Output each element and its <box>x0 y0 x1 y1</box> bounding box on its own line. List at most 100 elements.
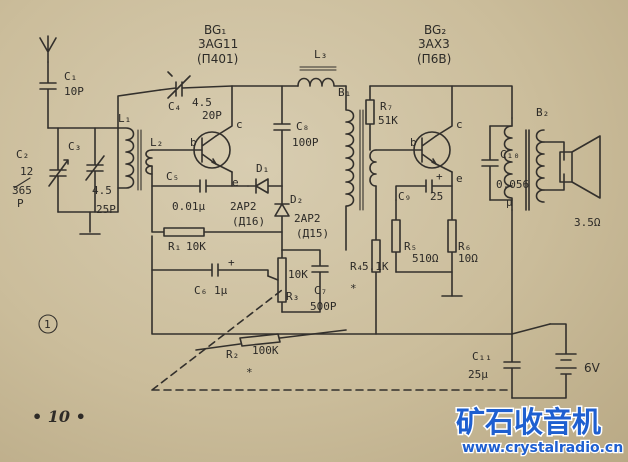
label-r5-value: 510Ω <box>412 252 439 265</box>
label-l2: L₂ <box>150 136 163 149</box>
label-r2-value: 100K <box>252 344 279 357</box>
label-speaker-value: 3.5Ω <box>574 216 601 229</box>
resistor-r1 <box>151 185 283 237</box>
label-bg1: BG₁ <box>204 23 226 37</box>
label-c2-value-c: P <box>17 197 24 210</box>
label-r7-value: 51K <box>378 114 398 127</box>
label-c2-value-a: 12 <box>20 165 33 178</box>
label-c2: C₂ <box>16 148 29 161</box>
watermark-cn: 矿石收音机 <box>456 405 601 439</box>
capacitor-c10 <box>481 125 499 201</box>
battery-symbol <box>511 323 577 399</box>
label-c7-value: 500P <box>310 300 337 313</box>
antenna-symbol <box>39 35 57 63</box>
label-c9-value: 25 <box>430 190 443 203</box>
coil-l1 <box>117 127 135 189</box>
capacitor-c11 <box>503 333 521 399</box>
resistor-r6 <box>447 185 457 297</box>
label-c6-value: 1μ <box>214 284 228 297</box>
label-bg1-c: c <box>236 118 243 131</box>
label-r1: R₁ <box>168 240 181 253</box>
label-c7: C₇ <box>314 284 327 297</box>
label-c8: C₈ <box>296 120 309 133</box>
label-r1-value: 10K <box>186 240 206 253</box>
label-asterisk-r2: * <box>246 366 253 379</box>
label-bg1-type: 3AG11 <box>198 37 238 51</box>
wire-tune-loop <box>57 127 119 213</box>
capacitor-c7 <box>281 249 329 313</box>
label-b1: B₁ <box>338 86 351 99</box>
wire-feedback-in <box>117 89 161 129</box>
label-l1: L₁ <box>118 112 131 125</box>
label-r4-value: 5.1K <box>362 260 389 273</box>
diode-d1 <box>247 178 283 194</box>
wire-dashed-option <box>151 289 513 391</box>
label-c11: C₁₁ <box>472 350 492 363</box>
core-l1 <box>137 129 142 191</box>
watermark-url: www.crystalradio.cn <box>462 440 623 456</box>
label-r3: R₃ <box>286 290 299 303</box>
label-c10-value: 0.056 <box>496 178 529 191</box>
wire-bottom-rail <box>151 209 513 335</box>
label-r7: R₇ <box>380 100 393 113</box>
resistor-r7 <box>365 85 375 151</box>
coil-l3 <box>297 77 347 87</box>
transformer-b2-secondary <box>535 129 545 203</box>
label-bg2-type: 3AX3 <box>418 37 450 51</box>
ground-tune <box>79 211 101 235</box>
label-bg2-e: e <box>456 172 463 185</box>
label-d2-alt: (Д15) <box>296 227 329 240</box>
transistor-bg1 <box>151 85 233 173</box>
label-battery: 6V <box>584 361 601 375</box>
wire-c10 <box>489 125 513 201</box>
resistor-r2 <box>195 329 347 351</box>
label-r5: R₅ <box>404 240 417 253</box>
label-r3-value: 10K <box>288 268 308 281</box>
label-bg1-alt: (П401) <box>197 52 238 66</box>
capacitor-c3 <box>85 127 105 213</box>
label-c4-value-a: 4.5 <box>192 96 212 109</box>
resistor-r5 <box>391 199 401 273</box>
capacitor-c8 <box>273 85 291 187</box>
core-b2 <box>525 129 530 211</box>
label-c9: C₉ <box>398 190 411 203</box>
label-d2: D₂ <box>290 193 303 206</box>
diode-d2 <box>274 185 290 251</box>
label-d1-type: 2AP2 <box>230 200 257 213</box>
label-c1-value: 10P <box>64 85 84 98</box>
label-d2-type: 2AP2 <box>294 212 321 225</box>
core-b1 <box>359 109 364 211</box>
label-c5-value: 0.01μ <box>172 200 205 213</box>
label-c4-value-b: 20P <box>202 109 222 122</box>
label-c2-value-b: 365 <box>12 184 32 197</box>
label-c11-value: 25μ <box>468 368 488 381</box>
label-c3-value-b: 25P <box>96 203 116 216</box>
capacitor-c1 <box>39 61 57 129</box>
label-asterisk-r4: * <box>350 282 357 295</box>
label-c6-plus: + <box>228 256 235 269</box>
label-bg1-b: b <box>190 136 197 149</box>
transformer-b2-primary <box>503 117 513 211</box>
label-d1: D₁ <box>256 162 269 175</box>
label-c10: C₁₀ <box>500 148 520 161</box>
label-b2: B₂ <box>536 106 549 119</box>
label-r2: R₂ <box>226 348 239 361</box>
label-bg2-c: c <box>456 118 463 131</box>
potentiometer-r3 <box>277 249 287 313</box>
figure-circle <box>38 314 58 334</box>
label-c5: C₅ <box>166 170 179 183</box>
capacitor-c4 <box>159 71 233 99</box>
capacitor-c2 <box>48 127 69 213</box>
label-c6: C₆ <box>194 284 207 297</box>
resistor-r4 <box>371 185 381 335</box>
label-c10-unit: μ <box>506 196 513 209</box>
coil-l2 <box>145 149 153 175</box>
label-bg2: BG₂ <box>424 23 446 37</box>
speaker-icon <box>543 135 601 199</box>
label-r4: R₄ <box>350 260 363 273</box>
label-c4: C₄ <box>168 100 181 113</box>
label-c1: C₁ <box>64 70 77 83</box>
label-bg2-b: b <box>410 136 417 149</box>
